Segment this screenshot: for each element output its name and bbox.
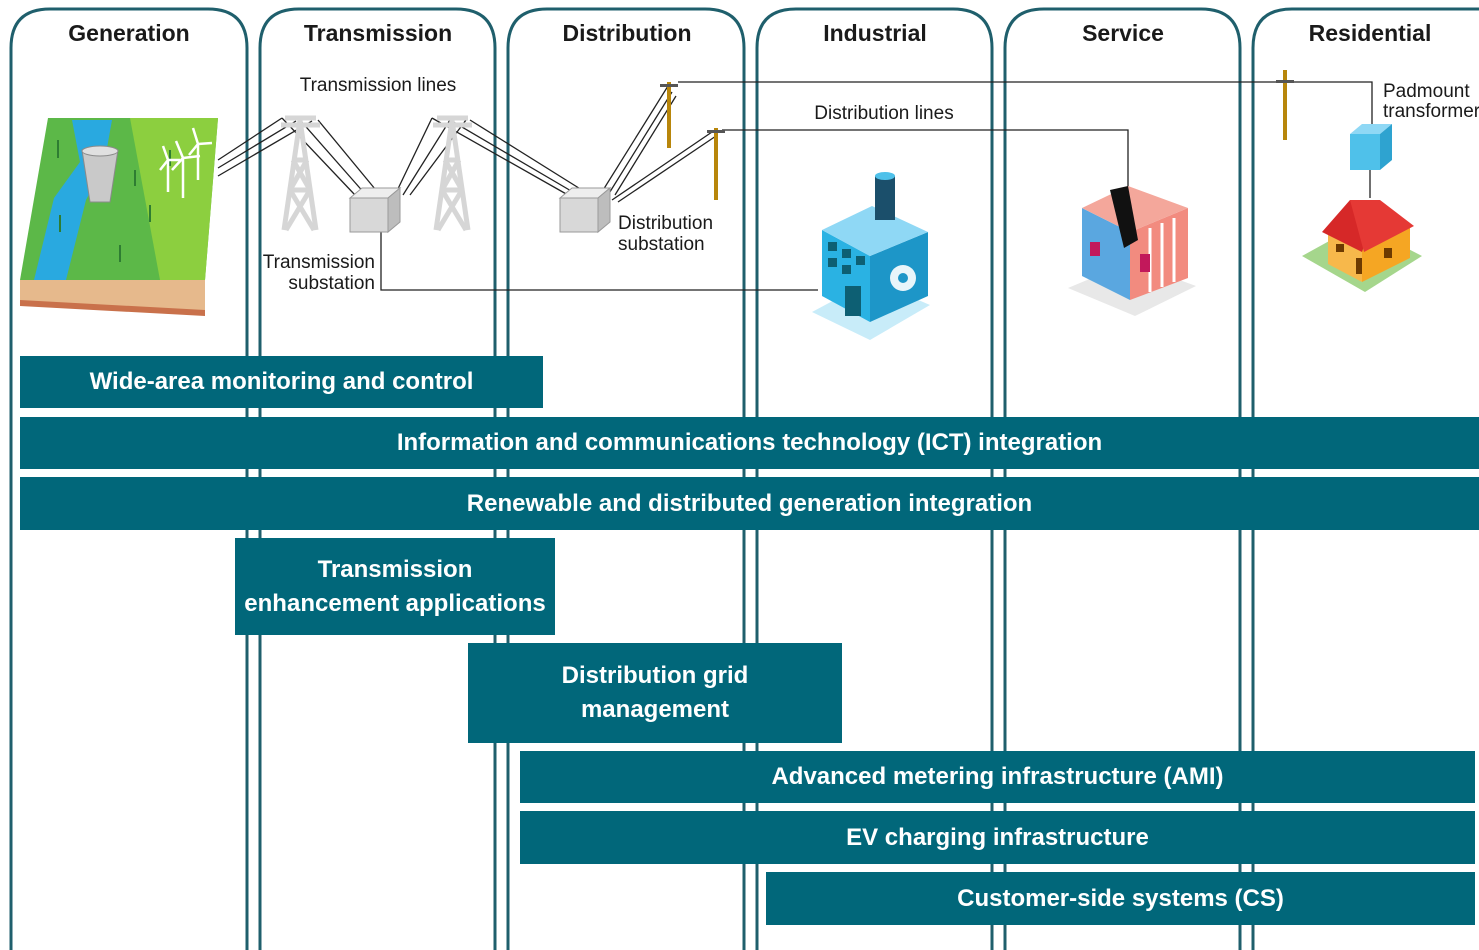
transmission-substation-icon	[348, 186, 402, 234]
bar-label: Advanced metering infrastructure (AMI)	[771, 763, 1224, 790]
label-distribution-substation: Distribution	[618, 213, 713, 234]
column-title-residential: Residential	[1309, 20, 1432, 46]
column-service	[1003, 7, 1242, 950]
bar-label: Wide-area monitoring and control	[89, 368, 474, 395]
label-transmission-substation: substation	[288, 273, 375, 294]
bar-label: Renewable and distributed generation int…	[466, 489, 1033, 517]
factory-icon	[812, 172, 930, 340]
column-title-distribution: Distribution	[562, 20, 691, 46]
bar-ict-integration: Information and communications technolog…	[20, 417, 1479, 469]
label-distribution-substation: substation	[618, 234, 705, 255]
bar-label: Information and communications technolog…	[396, 429, 1103, 456]
bar-customer-side-systems: Customer-side systems (CS)	[766, 872, 1475, 925]
label-transmission-substation: Transmission	[263, 252, 375, 273]
bar-label: management	[580, 696, 730, 723]
column-title-generation: Generation	[68, 20, 189, 46]
column-industrial	[755, 7, 994, 950]
column-title-industrial: Industrial	[823, 20, 927, 46]
bar-label: Transmission	[317, 555, 473, 583]
column-residential	[1251, 7, 1479, 950]
generation-illustration	[20, 118, 218, 316]
column-generation	[9, 7, 249, 950]
label-padmount-transformer: Padmount	[1383, 81, 1470, 102]
bar-transmission-enhancement: Transmission enhancement applications	[235, 538, 555, 635]
bar-distribution-grid-management: Distribution grid management	[468, 643, 842, 743]
transmission-lines	[217, 81, 1373, 291]
column-distribution	[506, 7, 746, 950]
column-transmission	[258, 7, 497, 950]
utility-pole-icon	[660, 82, 678, 148]
utility-pole-icon	[1276, 70, 1294, 140]
transmission-tower-right	[433, 115, 472, 232]
bar-wide-area-monitoring: Wide-area monitoring and control	[20, 356, 543, 408]
bar-label: Distribution grid	[561, 662, 749, 689]
bar-label: EV charging infrastructure	[846, 823, 1149, 851]
transmission-tower-left	[281, 115, 320, 232]
label-padmount-transformer: transformer	[1383, 101, 1479, 122]
bar-ev-charging: EV charging infrastructure	[520, 811, 1475, 864]
distribution-substation-icon	[558, 186, 612, 234]
bar-renewable-integration: Renewable and distributed generation int…	[20, 477, 1479, 530]
column-title-service: Service	[1082, 20, 1164, 46]
bar-label: Customer-side systems (CS)	[957, 884, 1284, 912]
utility-pole-icon	[707, 128, 725, 200]
bar-ami: Advanced metering infrastructure (AMI)	[520, 751, 1475, 803]
service-building-icon	[1068, 186, 1196, 316]
column-title-transmission: Transmission	[304, 20, 452, 46]
label-distribution-lines: Distribution lines	[814, 103, 953, 124]
padmount-transformer-icon	[1350, 124, 1392, 170]
bar-label: enhancement applications	[244, 589, 546, 617]
label-transmission-lines: Transmission lines	[300, 75, 457, 96]
house-icon	[1302, 200, 1422, 292]
